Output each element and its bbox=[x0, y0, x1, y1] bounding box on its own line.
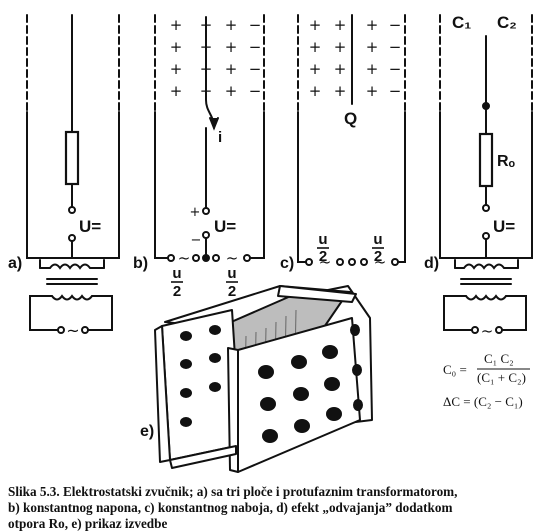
charge-q: Q bbox=[344, 109, 357, 128]
u-eq-a: U= bbox=[79, 217, 101, 236]
svg-text:+: + bbox=[334, 60, 347, 78]
frac-c2-u: u bbox=[373, 231, 382, 248]
u-eq-d: U= bbox=[493, 217, 515, 236]
formula-c0-lhs: C₀ = bbox=[443, 362, 467, 377]
svg-text:+: + bbox=[170, 82, 183, 100]
svg-text:−: − bbox=[389, 38, 402, 56]
caption-line-3: otpora Ro, e) prikaz izvedbe bbox=[8, 516, 168, 531]
svg-text:+: + bbox=[366, 82, 379, 100]
panel-a-plates bbox=[26, 14, 120, 113]
svg-text:−: − bbox=[249, 82, 262, 100]
svg-text:+: + bbox=[225, 60, 238, 78]
svg-text:+: + bbox=[309, 60, 322, 78]
svg-text:+: + bbox=[334, 38, 347, 56]
current-i: i bbox=[218, 129, 222, 146]
tilde-c2: ~ bbox=[374, 253, 387, 271]
label-a: a) bbox=[8, 255, 22, 272]
svg-text:−: − bbox=[389, 16, 402, 34]
panel-c-signs: +++− +++− +++− +++− bbox=[309, 16, 402, 100]
frac-b1-u: u bbox=[172, 265, 181, 282]
tilde-b1: ~ bbox=[178, 249, 191, 267]
speaker-holes bbox=[180, 324, 363, 443]
frac-b2-u: u bbox=[227, 265, 236, 282]
panel-d-plates bbox=[439, 14, 533, 113]
diagram: +++− +++− +++− +++− +++− +++− +++− +++− … bbox=[8, 13, 533, 473]
svg-text:−: − bbox=[249, 16, 262, 34]
svg-text:+: + bbox=[170, 38, 183, 56]
svg-text:−: − bbox=[249, 38, 262, 56]
label-c1: C₁ bbox=[452, 13, 471, 32]
svg-text:+: + bbox=[200, 60, 213, 78]
tilde-c1: ~ bbox=[319, 253, 332, 271]
tilde-d: ~ bbox=[481, 322, 494, 340]
svg-text:+: + bbox=[309, 16, 322, 34]
label-b: b) bbox=[133, 255, 148, 272]
svg-text:+: + bbox=[366, 38, 379, 56]
frac-c2-2: 2 bbox=[374, 248, 382, 265]
svg-text:+: + bbox=[200, 38, 213, 56]
svg-text:+: + bbox=[366, 60, 379, 78]
svg-text:+: + bbox=[334, 82, 347, 100]
frac-b1-2: 2 bbox=[173, 283, 181, 300]
label-e: e) bbox=[140, 423, 154, 440]
u-eq-b: U= bbox=[214, 217, 236, 236]
frac-c1-2: 2 bbox=[319, 248, 327, 265]
svg-text:+: + bbox=[170, 16, 183, 34]
label-c: c) bbox=[280, 255, 294, 272]
tilde-b2: ~ bbox=[226, 249, 239, 267]
panel-d-box bbox=[439, 102, 533, 259]
svg-text:+: + bbox=[366, 16, 379, 34]
formula-c0-num: C₁ C₂ bbox=[484, 351, 514, 366]
panel-c-plates bbox=[297, 14, 406, 113]
speaker-construction bbox=[154, 285, 373, 473]
frac-c1-u: u bbox=[318, 231, 327, 248]
minus-b: − bbox=[191, 233, 202, 248]
svg-text:+: + bbox=[170, 60, 183, 78]
formula-c0: C₀ = C₁ C₂ (C₁ + C₂) ΔC = (C₂ − C₁) bbox=[443, 351, 530, 409]
svg-text:+: + bbox=[225, 38, 238, 56]
label-d: d) bbox=[424, 255, 439, 272]
formula-c0-den: (C₁ + C₂) bbox=[477, 370, 526, 385]
svg-text:+: + bbox=[200, 82, 213, 100]
caption-line-2: b) konstantnog napona, c) konstantnog na… bbox=[8, 500, 453, 515]
svg-text:+: + bbox=[200, 16, 213, 34]
label-ro: Rₒ bbox=[497, 153, 516, 170]
svg-text:+: + bbox=[309, 82, 322, 100]
panel-d-transformer bbox=[443, 259, 527, 334]
tilde-a: ~ bbox=[66, 321, 79, 340]
panel-b-signs: +++− +++− +++− +++− bbox=[170, 16, 262, 100]
svg-text:+: + bbox=[309, 38, 322, 56]
plus-b: + bbox=[190, 205, 201, 220]
panel-b-plates bbox=[154, 14, 265, 113]
label-c2: C₂ bbox=[497, 13, 517, 32]
svg-text:−: − bbox=[249, 60, 262, 78]
panel-a-transformer bbox=[29, 259, 113, 334]
panel-b-box bbox=[154, 16, 265, 262]
caption-line-1: Slika 5.3. Elektrostatski zvučnik; a) sa… bbox=[8, 484, 458, 499]
svg-text:+: + bbox=[334, 16, 347, 34]
panel-a-box bbox=[26, 111, 120, 259]
panel-c-box bbox=[297, 111, 406, 266]
formula-delta: ΔC = (C₂ − C₁) bbox=[443, 394, 523, 409]
svg-text:+: + bbox=[225, 82, 238, 100]
svg-text:+: + bbox=[225, 16, 238, 34]
svg-text:−: − bbox=[389, 82, 402, 100]
figure-caption: Slika 5.3. Elektrostatski zvučnik; a) sa… bbox=[8, 484, 553, 532]
frac-b2-2: 2 bbox=[228, 283, 236, 300]
svg-text:−: − bbox=[389, 60, 402, 78]
